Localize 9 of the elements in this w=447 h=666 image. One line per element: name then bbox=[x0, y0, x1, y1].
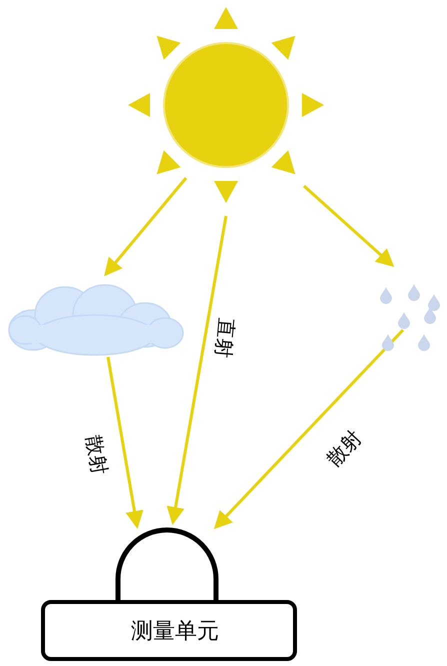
edge-label: 直射 bbox=[213, 317, 237, 359]
unit-box: 测量单元 bbox=[41, 600, 297, 661]
edge-label: 散射 bbox=[84, 434, 110, 476]
arrow bbox=[303, 184, 394, 267]
edge-label: 散射 bbox=[323, 426, 365, 470]
arrow bbox=[166, 216, 228, 525]
arrow bbox=[104, 177, 188, 276]
arrow bbox=[106, 356, 144, 529]
arrow bbox=[214, 328, 404, 530]
